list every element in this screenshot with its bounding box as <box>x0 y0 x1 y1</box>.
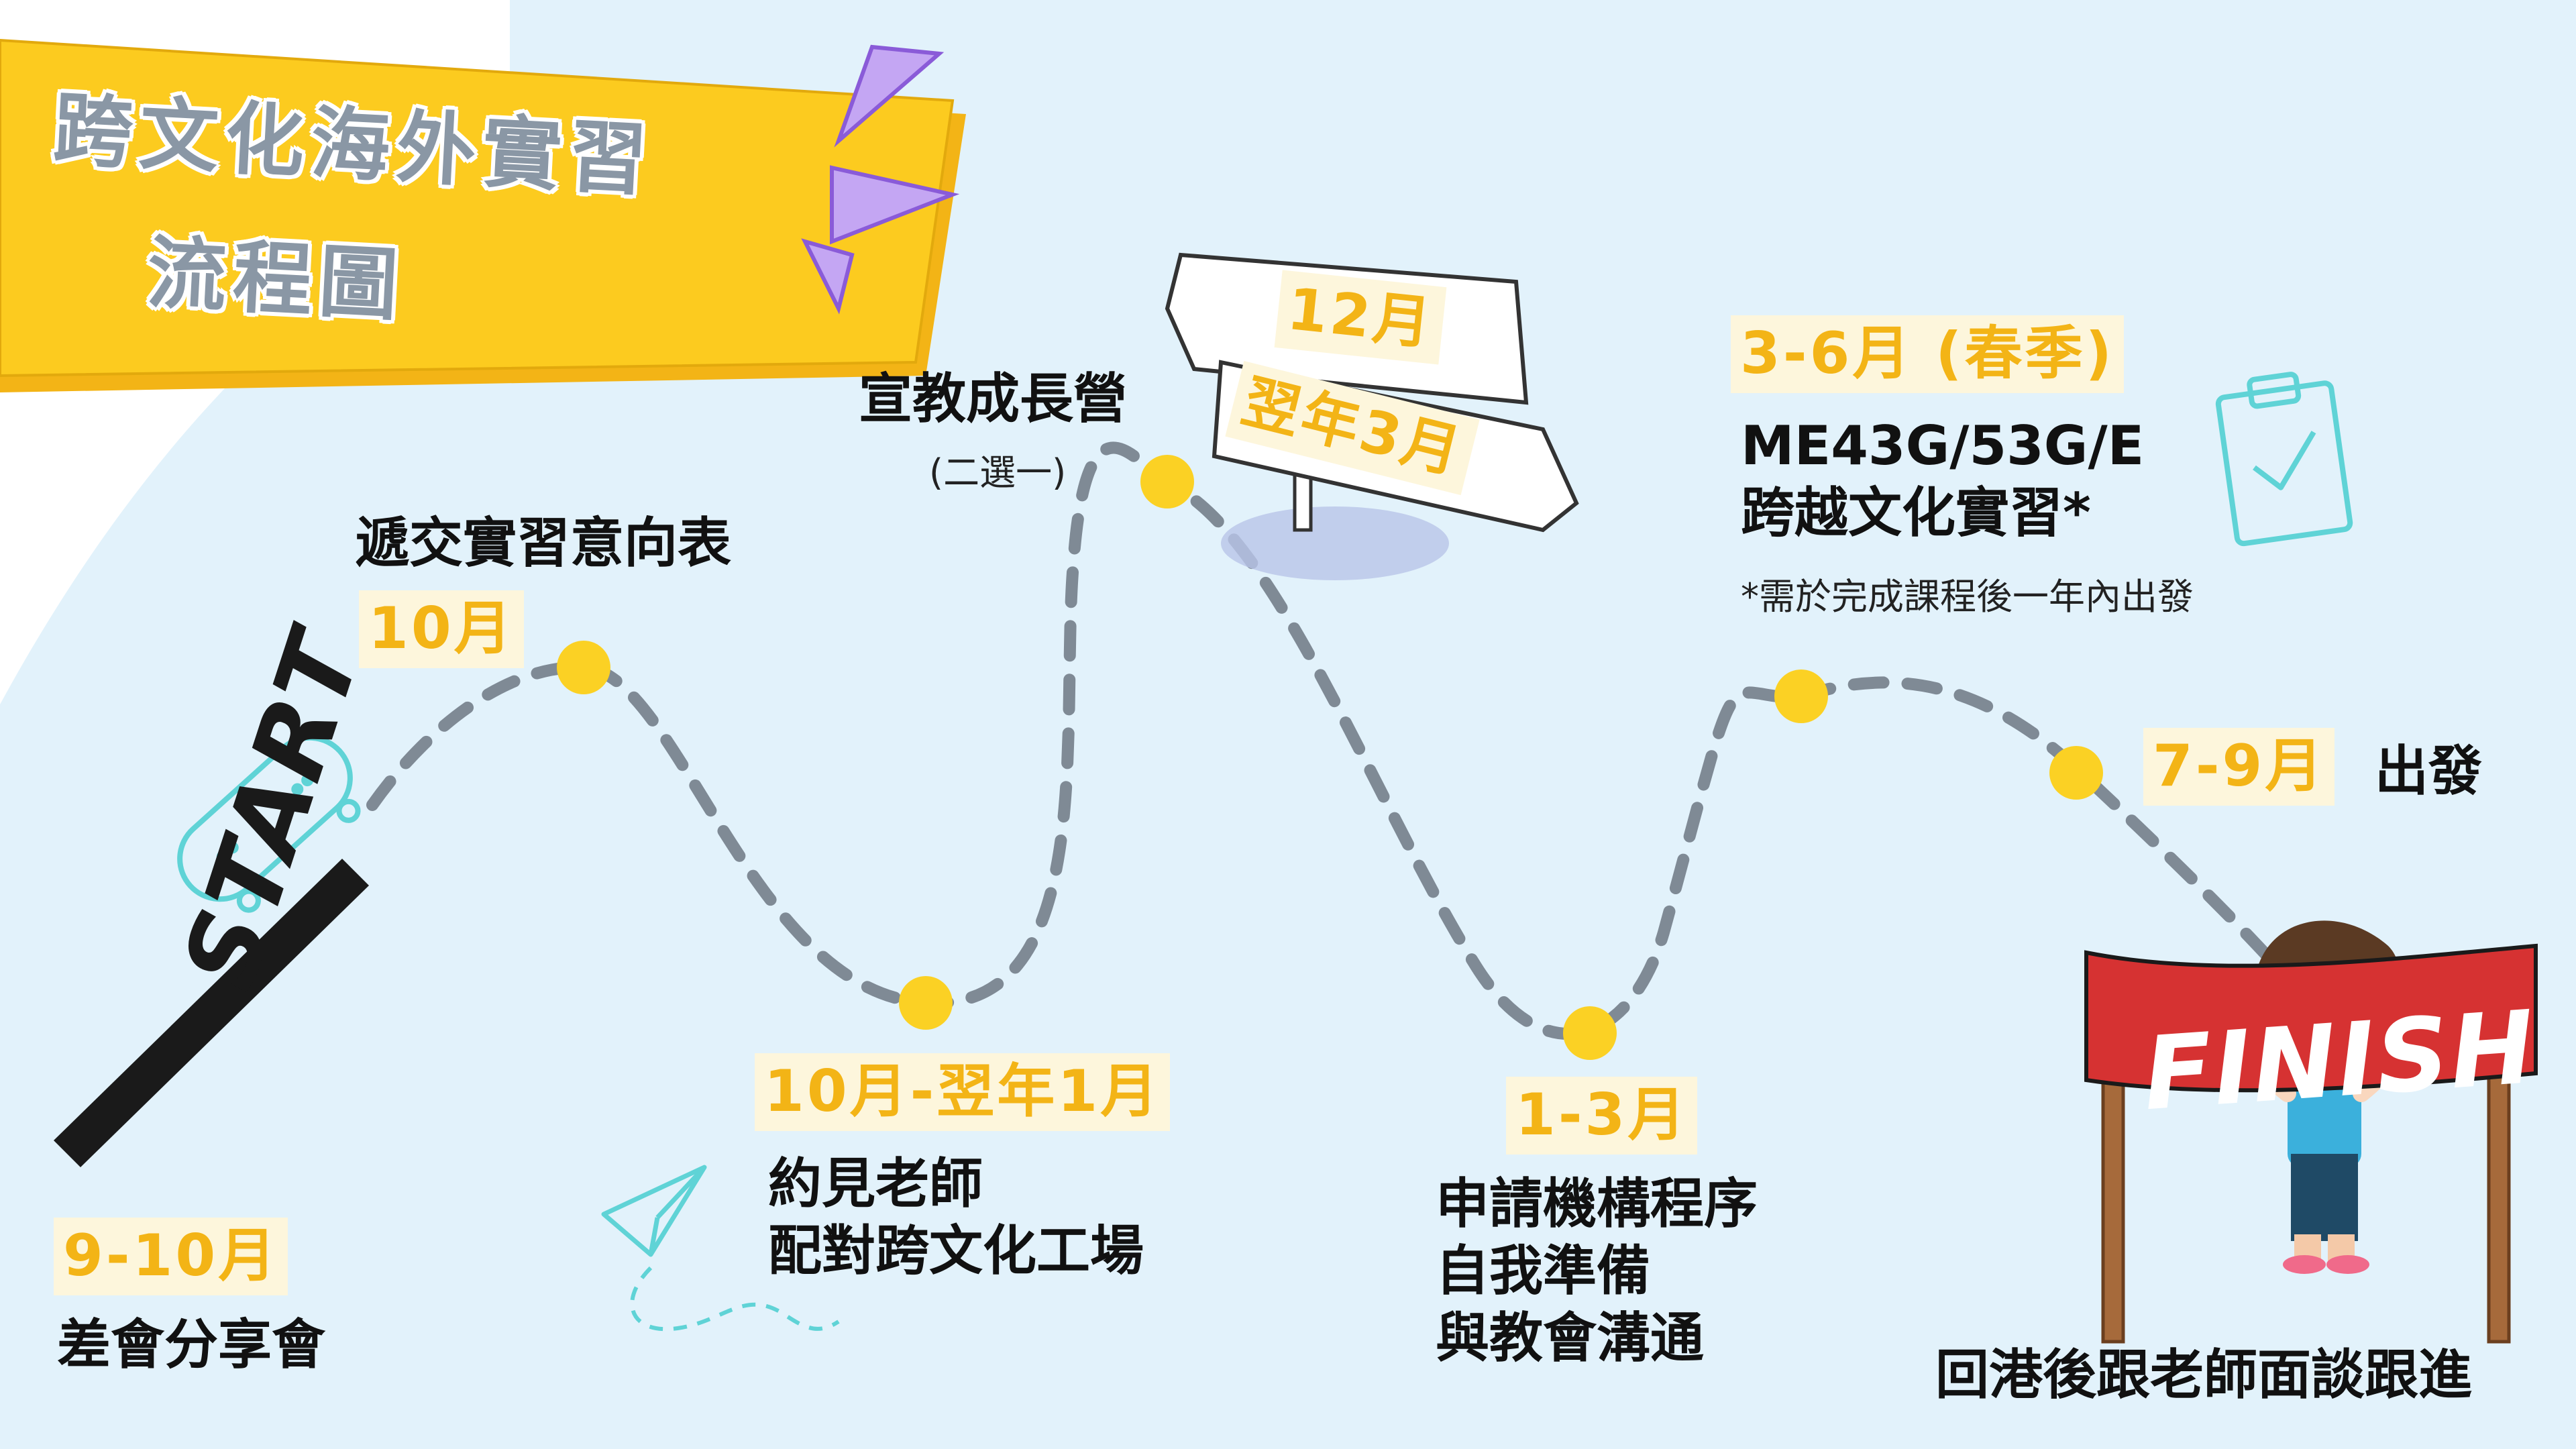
step-8-label: 回港後跟老師面談跟進 <box>1935 1344 2472 1406</box>
step-7-date: 7-9月 <box>2143 728 2335 806</box>
step-2-label: 遞交實習意向表 <box>356 512 731 574</box>
megaphone-accent-icon <box>801 44 960 315</box>
step-5-date: 1-3月 <box>1506 1077 1698 1155</box>
title-banner <box>0 38 966 392</box>
step-5-label-1: 申請機構程序 <box>1436 1173 1758 1235</box>
banner-body <box>0 38 955 378</box>
milestone-dot-3 <box>1140 455 1194 508</box>
step-5-label-3: 與教會溝通 <box>1436 1307 1704 1369</box>
step-5-label-2: 自我準備 <box>1436 1240 1650 1302</box>
dashed-route <box>366 441 2300 1040</box>
milestone-dot-5 <box>1774 669 1828 723</box>
step-6-label-1: ME43G/53G/E <box>1741 415 2145 477</box>
step-1-label: 差會分享會 <box>57 1313 325 1376</box>
step-6-label-2: 跨越文化實習* <box>1741 482 2091 544</box>
skateboard-icon <box>177 735 361 913</box>
finish-scene: > < <box>2084 920 2538 1344</box>
milestone-dot-6 <box>2049 746 2103 800</box>
step-3-label-2: 配對跨文化工場 <box>768 1220 1144 1282</box>
milestone-dot-2 <box>899 976 953 1030</box>
start-line <box>54 859 369 1167</box>
milestone-dot-4 <box>1563 1006 1617 1060</box>
milestone-dot-1 <box>557 641 610 694</box>
step-2-date: 10月 <box>359 590 524 668</box>
step-3-label-1: 約見老師 <box>768 1152 983 1215</box>
step-4-note: (二選一) <box>929 451 1067 494</box>
start-marker <box>54 859 369 1167</box>
clipboard-check-icon <box>2215 372 2353 547</box>
finish-banner-icon <box>2084 943 2538 1093</box>
step-3-date: 10月-翌年1月 <box>755 1053 1171 1131</box>
step-7-label: 出發 <box>2375 740 2482 802</box>
step-1-date: 9-10月 <box>54 1218 288 1295</box>
step-6-date: 3-6月 (春季) <box>1731 315 2124 393</box>
signpost-shadow <box>1221 506 1449 580</box>
paper-plane-icon <box>601 1165 840 1332</box>
step-4-label: 宣教成長營 <box>859 368 1127 430</box>
step-6-note: *需於完成課程後一年內出發 <box>1741 576 2194 618</box>
